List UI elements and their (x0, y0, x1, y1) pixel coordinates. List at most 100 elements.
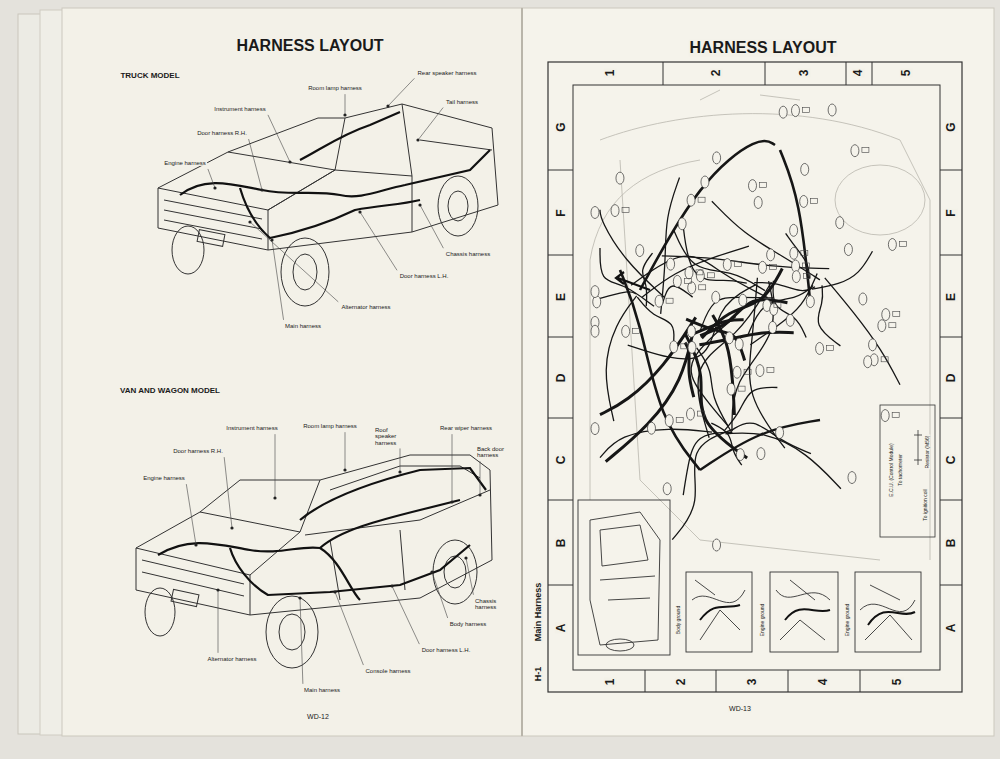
connector-callout (806, 296, 814, 308)
connector-plug (666, 298, 673, 303)
connector-callout (696, 270, 704, 282)
grid-label: A (555, 623, 568, 634)
grid-label: 2 (675, 678, 688, 687)
leader-dot (343, 468, 346, 471)
connector-callout (733, 366, 741, 378)
grid-label: To tachometer (898, 453, 903, 487)
part-label: Body harness (449, 621, 488, 627)
connector-callout (736, 449, 744, 461)
connector-callout (878, 320, 886, 332)
leader-line (466, 558, 473, 595)
harness-wire (600, 429, 712, 457)
connector-callout (786, 314, 794, 326)
leader-dot (248, 220, 251, 223)
grid-label: Resistor (M56) (925, 435, 930, 470)
connector-callout (801, 163, 809, 175)
grid-label: D (555, 373, 568, 384)
leader-line (186, 484, 196, 545)
connector-callout (848, 472, 856, 484)
connector-callout (673, 275, 681, 287)
grid-label: Engine ground (845, 603, 850, 638)
heading-label: TRUCK MODEL (119, 72, 180, 80)
leader-line (345, 432, 346, 470)
leader-dot (288, 160, 291, 163)
grid-label: E (555, 292, 568, 302)
connector-callout (701, 176, 709, 188)
connector-plug (760, 183, 767, 188)
leader-line (218, 590, 219, 653)
grid-label: C (945, 455, 958, 466)
connector-callout (851, 145, 859, 157)
leader-dot (230, 526, 233, 529)
leader-line (400, 448, 401, 472)
leader-line (268, 115, 290, 162)
grid-label: 4 (817, 678, 830, 687)
connector-callout (678, 218, 686, 230)
connector-callout (882, 309, 890, 321)
harness-wire (699, 332, 793, 345)
connector-callout (816, 342, 824, 354)
connector-plug (893, 312, 900, 317)
leader-dot (386, 104, 389, 107)
truck-drawing (158, 104, 498, 306)
part-label: Alternator harness (340, 304, 391, 310)
grid-label: F (555, 208, 568, 217)
harness-wire (732, 423, 811, 454)
leader-line (392, 586, 419, 644)
harness-wire (750, 278, 785, 448)
connector-plug (774, 303, 781, 308)
connector-plug (770, 264, 777, 269)
connector-callout (713, 152, 721, 164)
connector-plug (889, 323, 896, 328)
connector-plug (803, 274, 810, 279)
harness-wire (732, 281, 773, 431)
connector-plug (676, 418, 683, 423)
connector-callout (754, 196, 762, 208)
connector-plug (698, 197, 705, 202)
part-label: Engine harness (142, 475, 186, 481)
connector-plug (811, 198, 818, 203)
connector-callout (864, 356, 872, 368)
main-harness-wires (600, 141, 900, 540)
grid-label: 1 (604, 69, 617, 78)
grid-label: 5 (900, 69, 913, 78)
connector-callout (686, 408, 694, 420)
leader-dot (464, 556, 467, 559)
grid-label: B (555, 538, 568, 549)
connector-callout (670, 341, 678, 353)
harness-wire (812, 251, 873, 289)
connector-callout (759, 261, 767, 273)
connector-callout (647, 422, 655, 434)
leader-dot (416, 138, 419, 141)
leader-line (432, 572, 448, 618)
grid-label: Engine ground (760, 603, 765, 638)
leader-line (250, 222, 338, 302)
connector-callout (790, 247, 798, 259)
grid-label: Main Harness (534, 582, 543, 643)
connector-callout (725, 332, 733, 344)
grid-label: 1 (604, 678, 617, 687)
connector-callout (688, 341, 696, 353)
part-label: Room lamp harness (302, 423, 358, 429)
grid-label: D (945, 373, 958, 384)
connector-callout (687, 194, 695, 206)
connector-plug (738, 386, 745, 391)
connector-plug (862, 148, 869, 153)
inset-views (578, 500, 921, 655)
part-label: Tail harness (445, 99, 479, 105)
leader-dot (270, 238, 273, 241)
connector-callout (757, 448, 765, 460)
part-label: Room lamp harness (307, 85, 363, 91)
harness-wire (748, 286, 813, 336)
page-title: HARNESS LAYOUT (236, 38, 385, 55)
grid-label: 5 (891, 678, 904, 687)
part-label: Roof speaker harness (374, 427, 410, 446)
connector-plug (802, 108, 809, 113)
connector-callout (636, 245, 644, 257)
connector-callout (792, 271, 800, 283)
connector-plug (622, 208, 629, 213)
leader-line (452, 434, 453, 502)
grid-label: G (945, 121, 958, 132)
